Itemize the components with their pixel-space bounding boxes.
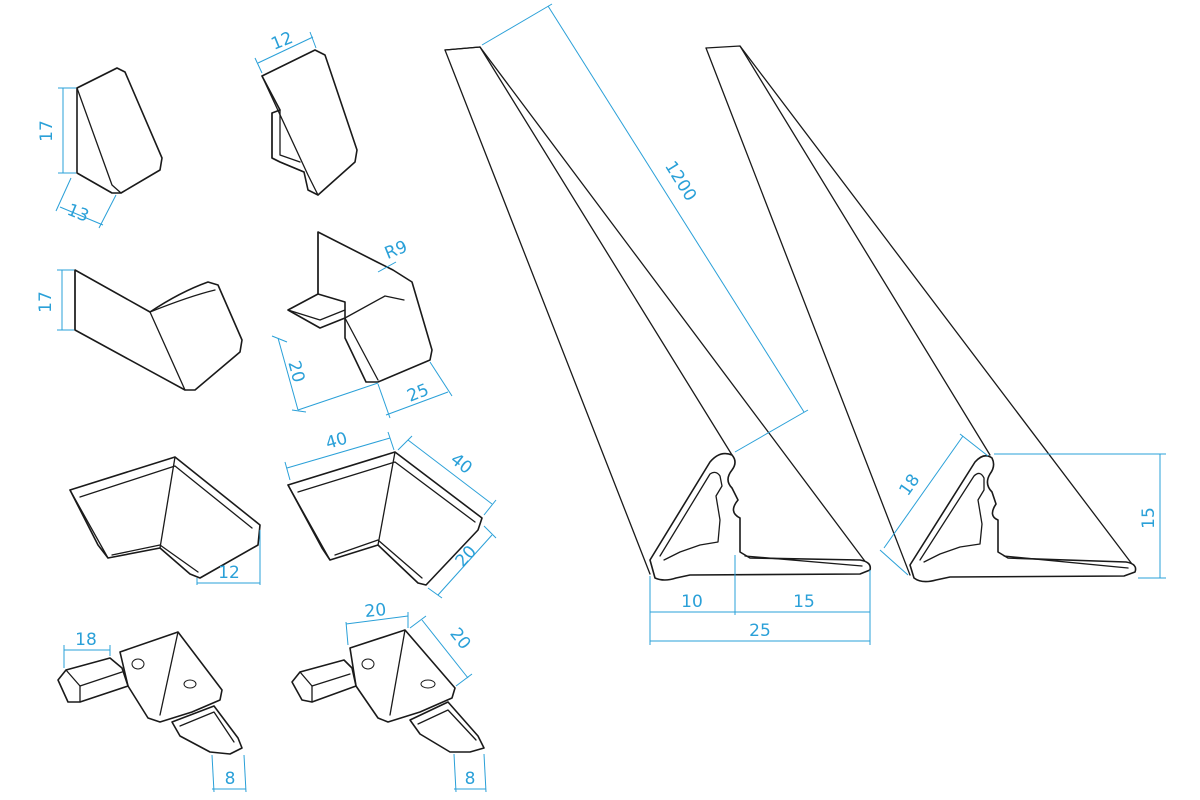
dim-12-b: 12 <box>218 563 240 583</box>
dim-8-b: 8 <box>465 769 476 789</box>
dim-25-b: 25 <box>749 621 771 641</box>
dim-20-a: 20 <box>283 359 308 385</box>
dim-20-d: 20 <box>445 624 474 653</box>
dim-12-a: 12 <box>268 28 296 55</box>
dim-25-a: 25 <box>404 380 432 407</box>
dim-10: 10 <box>681 592 703 612</box>
dim-1200: 1200 <box>660 158 700 205</box>
dim-13: 13 <box>64 200 92 227</box>
connector-large: 20 20 8 <box>291 600 487 793</box>
outer-corner: 40 40 20 <box>284 429 497 599</box>
dim-17-b: 17 <box>36 291 56 313</box>
dim-17-a: 17 <box>37 120 57 142</box>
dim-18-a: 18 <box>75 630 97 650</box>
dim-40-a: 40 <box>323 429 349 454</box>
dim-18-b: 18 <box>896 471 925 500</box>
profile-large: 1200 10 15 25 <box>444 3 872 645</box>
dim-15-a: 15 <box>793 592 815 612</box>
end-cap-curved: 17 <box>36 269 243 391</box>
dim-15-b: 15 <box>1139 507 1159 529</box>
end-cap-tabbed: R9 20 25 <box>271 231 453 419</box>
dim-8-a: 8 <box>225 769 236 789</box>
dim-40-b: 40 <box>446 450 475 479</box>
connector-small: 18 8 <box>57 630 247 793</box>
dim-20-c: 20 <box>364 600 388 622</box>
dim-r9: R9 <box>382 237 410 264</box>
profile-small: 18 15 <box>705 45 1166 583</box>
end-cap-left: 17 13 <box>37 67 163 229</box>
inner-corner: 12 <box>69 456 261 585</box>
end-cap-right: 12 <box>254 28 358 196</box>
